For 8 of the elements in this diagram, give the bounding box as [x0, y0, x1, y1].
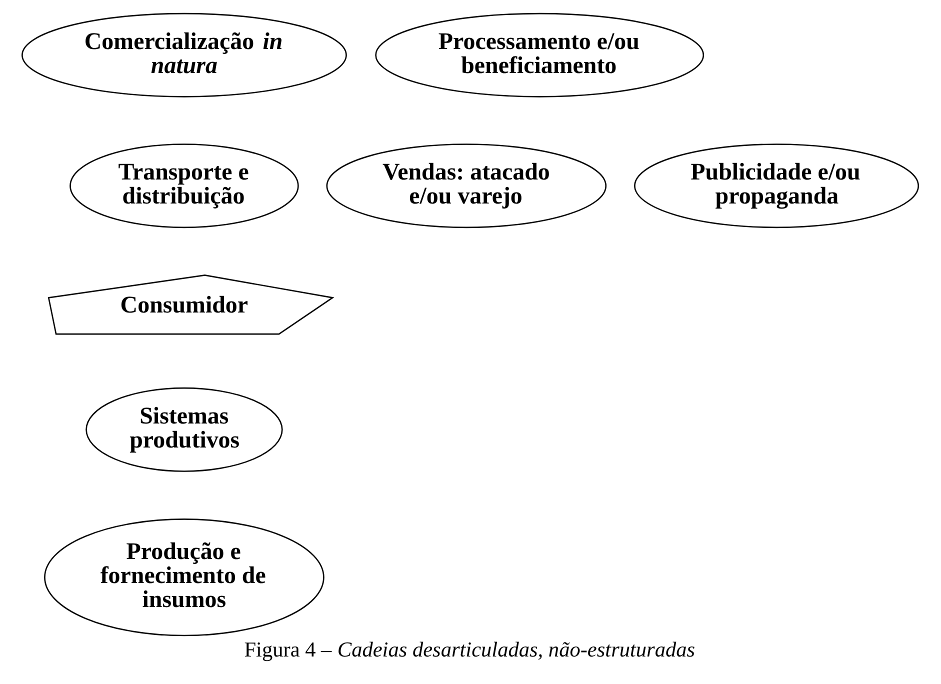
caption: Figura 4 – Cadeias desarticuladas, não-estruturadas	[244, 638, 696, 662]
node-ellipse: Processamento e/ou beneficiamento	[375, 12, 704, 98]
node-ellipse: Comercialização in natura	[22, 12, 347, 98]
node-ellipse: Vendas: atacado e/ou varejo	[326, 144, 607, 228]
node-ellipse: Sistemas produtivos	[86, 387, 283, 472]
node-ellipse: Produção e fornecimento de insumos	[44, 518, 324, 636]
node-ellipse: Publicidade e/ou propaganda	[634, 144, 920, 228]
node-ellipse: Transporte e distribuição	[70, 144, 299, 228]
